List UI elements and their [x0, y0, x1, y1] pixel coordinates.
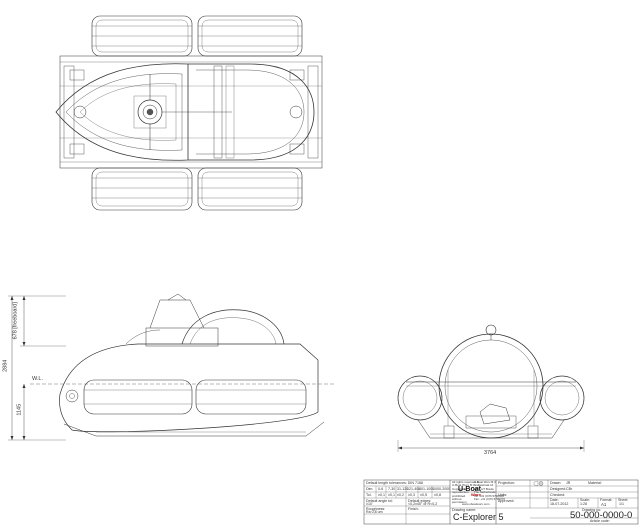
angle-tol-value: ±10' [366, 502, 373, 506]
front-pontoon-right [539, 375, 585, 421]
drawing-no-label: Drawing no: [582, 507, 602, 512]
tol-row-2: ±0,1 [388, 492, 395, 497]
units-label: Units: [498, 492, 508, 497]
company-logo: U-Boat Worx [458, 486, 481, 497]
tol-head-1: 0-6 [378, 486, 384, 491]
top-view [55, 15, 323, 211]
projection-label: Projection: [498, 480, 515, 485]
front-view [397, 324, 585, 452]
edges-label: Default edges: [408, 498, 432, 503]
website: www.uboatworx.com [462, 502, 490, 506]
roughness-label: Roughness: [366, 506, 386, 511]
format-label: Format: [600, 498, 613, 502]
waterline-label: W.L. [32, 376, 44, 382]
drawing-number: 50-000-0000-0 [570, 510, 633, 521]
roughness-value: Ra 0,8 um [366, 510, 383, 514]
scale-label: Scale: [580, 498, 590, 502]
drawing-name-label: Drawing name: [452, 508, 477, 512]
checked-label: Checked: [550, 492, 566, 497]
date-label: Date: [550, 498, 559, 502]
tol-row-1: ±0,1 [378, 492, 385, 497]
hull-side-outline [59, 343, 319, 433]
side-pontoon-left [83, 379, 193, 415]
tol-row-4: ±0,3 [408, 492, 415, 497]
drawn-label-visible: Drawn: [550, 480, 562, 485]
designed-label: Designed: [550, 486, 567, 491]
drawing-name: C-Explorer 5 [453, 512, 504, 522]
designed-value: CBr [566, 486, 573, 491]
angle-tol-label: Default angle tol: [366, 498, 393, 503]
front-pontoon-left [397, 375, 443, 421]
side-view [8, 293, 336, 441]
approved-label: Approved: [498, 498, 515, 503]
tol-head-2: 7-30 [388, 486, 396, 491]
title-block [363, 479, 639, 525]
dim-width: 3764 [484, 450, 497, 456]
tol-head-5: 401-1000 [419, 486, 435, 491]
tol-head-3: 31-120 [397, 486, 409, 491]
address-block: U-Boat Worx B.V. Galileistraat 14 2631 H… [474, 480, 505, 502]
finish-label: Finish: [408, 506, 419, 511]
dome-outline [188, 63, 315, 161]
article-code-label: Article code: [590, 518, 610, 523]
tolerance-title: Default length tolerances: DIN 7168 [366, 480, 423, 485]
side-pontoon-right [195, 379, 307, 415]
scale-value: 1:28 [580, 502, 587, 506]
dim-lower-height: 1145 [16, 403, 23, 416]
side-dome [181, 309, 285, 345]
sheet-value: 1/1 [619, 502, 624, 506]
tol-head-0: Dim. [366, 486, 374, 491]
tol-head-6: 1000-2000 [433, 486, 451, 491]
sheet-label: Sheet: [618, 498, 629, 502]
tol-row-5: ±0,5 [420, 492, 427, 497]
tol-row-3: ±0,2 [397, 492, 404, 497]
projection-symbol [538, 481, 544, 486]
edges-value: <0,2x45° or R<0,2 [408, 502, 438, 506]
dim-overall-height: 2884 [2, 359, 9, 372]
date-value: 18-07-2012 [550, 502, 569, 506]
drawn-value: JR [566, 480, 571, 485]
tol-row-6: ±0,8 [434, 492, 441, 497]
side-tower [145, 327, 219, 347]
rights-notice: All rights reserved to U-Boat Worx B.V. … [452, 480, 480, 505]
format-value: A1 [601, 501, 607, 507]
tol-row-0: Tol. [366, 492, 372, 497]
tol-head-4: 121-400 [407, 486, 421, 491]
dim-upper-height: 678 [freeboard] [12, 302, 19, 340]
material-label: Material: [588, 480, 602, 485]
